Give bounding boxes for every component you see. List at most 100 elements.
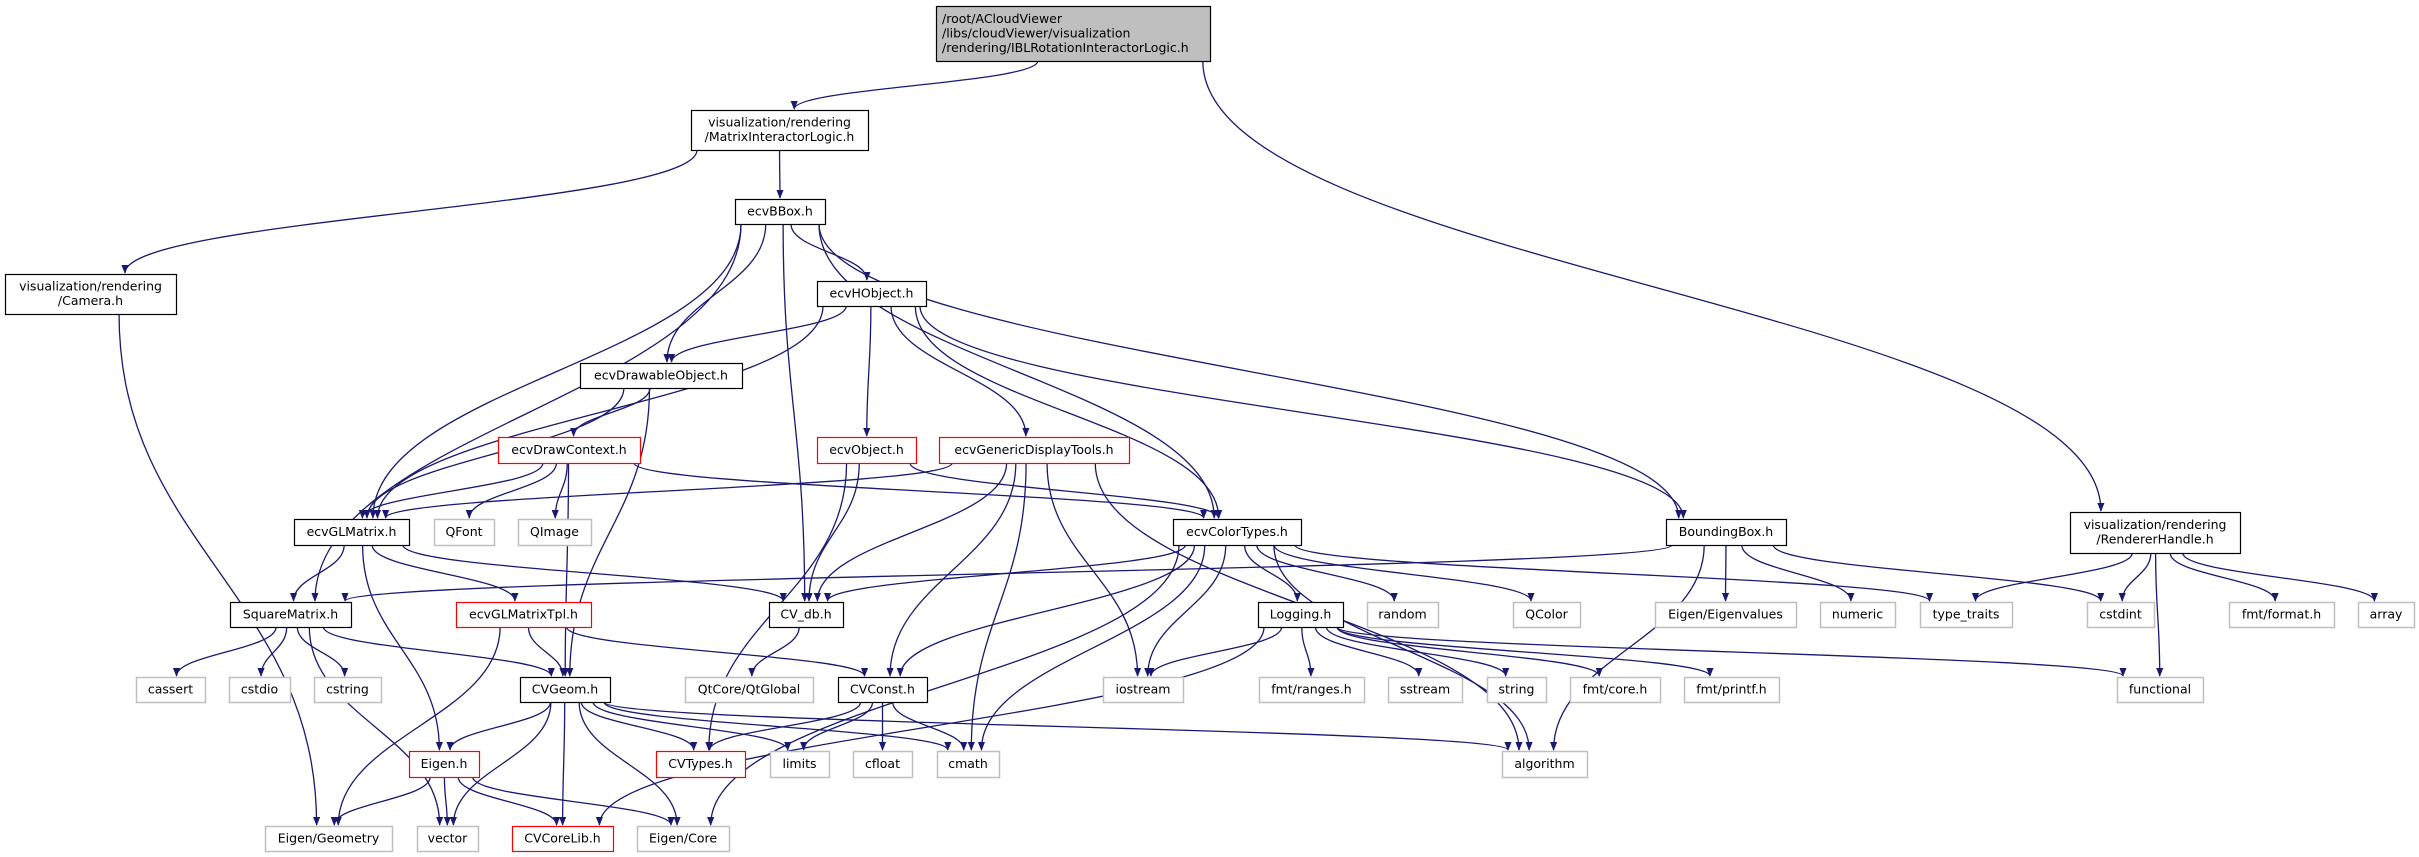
node-eigencore[interactable]: Eigen/Core: [636, 825, 731, 853]
edge-camera-to-eigengeom: [118, 313, 321, 826]
node-label: Eigen/Geometry: [278, 830, 380, 845]
edge-drawctx-to-qfont: [465, 462, 558, 519]
node-label: ecvGLMatrix.h: [307, 524, 397, 539]
node-box: [935, 5, 1212, 63]
node-label: /root/ACloudViewer: [942, 11, 1063, 26]
edge-drawctx-to-glmatrix: [358, 462, 544, 519]
node-cassert[interactable]: cassert: [135, 676, 207, 704]
node-hobject[interactable]: ecvHObject.h: [816, 280, 928, 308]
node-functional[interactable]: functional: [2116, 676, 2205, 704]
node-squarematrix[interactable]: SquareMatrix.h: [229, 601, 353, 629]
edge-drawable-to-drawctx: [570, 387, 651, 437]
edge-squarematrix-to-cassert: [172, 626, 277, 677]
edge-drawctx-to-colortypes: [633, 462, 1208, 519]
node-drawctx[interactable]: ecvDrawContext.h: [497, 436, 642, 465]
node-glmatrix[interactable]: ecvGLMatrix.h: [293, 518, 411, 547]
node-sstream[interactable]: sstream: [1387, 676, 1464, 704]
node-cstdint[interactable]: cstdint: [2086, 601, 2156, 629]
edge-boundingbox-to-squarematrix: [341, 544, 1673, 602]
node-string[interactable]: string: [1486, 676, 1548, 704]
node-fmtprintf[interactable]: fmt/printf.h: [1683, 676, 1781, 704]
node-label: /Camera.h: [58, 293, 123, 308]
node-cfloat[interactable]: cfloat: [852, 750, 914, 779]
node-renderer[interactable]: visualization/rendering/RendererHandle.h: [2069, 511, 2242, 555]
node-cstdio[interactable]: cstdio: [228, 676, 292, 704]
edge-logging-to-fmtcore: [1336, 626, 1603, 677]
edge-gdt-to-cvconst: [886, 462, 1017, 677]
node-limits[interactable]: limits: [769, 750, 831, 779]
node-fmtranges[interactable]: fmt/ranges.h: [1258, 676, 1366, 704]
node-label: ecvBBox.h: [747, 203, 813, 218]
node-typetraits[interactable]: type_traits: [1919, 601, 2014, 629]
node-label: cstdio: [241, 681, 278, 696]
node-label: ecvDrawContext.h: [511, 442, 626, 457]
node-box: [734, 198, 827, 226]
edge-squarematrix-to-cvgeom: [322, 626, 555, 677]
node-object[interactable]: ecvObject.h: [816, 436, 918, 465]
node-label: ecvGLMatrixTpl.h: [469, 606, 578, 621]
node-box: [579, 362, 744, 390]
edge-hobject-to-drawable: [667, 305, 847, 363]
node-qcolor[interactable]: QColor: [1512, 601, 1582, 629]
node-cstring[interactable]: cstring: [313, 676, 383, 704]
node-algorithm[interactable]: algorithm: [1501, 750, 1589, 779]
node-label: cfloat: [865, 756, 900, 771]
node-cvgeom[interactable]: CVGeom.h: [519, 676, 612, 704]
node-drawable[interactable]: ecvDrawableObject.h: [579, 362, 744, 390]
node-iostream[interactable]: iostream: [1102, 676, 1185, 704]
node-fmtcore[interactable]: fmt/core.h: [1569, 676, 1662, 704]
edge-eigenh-to-vector: [443, 776, 451, 826]
edge-cvgeom-to-cvcorelib: [559, 701, 567, 826]
node-qfont[interactable]: QFont: [433, 518, 496, 547]
node-camera[interactable]: visualization/rendering/Camera.h: [4, 273, 178, 316]
edge-renderer-to-array: [2182, 552, 2378, 602]
node-bbox[interactable]: ecvBBox.h: [734, 198, 827, 226]
node-mil[interactable]: visualization/rendering/MatrixInteractor…: [690, 109, 870, 152]
node-label: CVConst.h: [850, 681, 915, 696]
node-cvtypes[interactable]: CVTypes.h: [655, 750, 747, 779]
node-glmatrixtpl[interactable]: ecvGLMatrixTpl.h: [455, 601, 593, 629]
node-box: [1366, 601, 1440, 629]
edge-bbox-to-boundingbox: [818, 223, 1683, 519]
edge-cvgeom-to-eigencore: [578, 701, 681, 826]
node-label: cstring: [326, 681, 369, 696]
node-label: algorithm: [1514, 756, 1574, 771]
node-gdt[interactable]: ecvGenericDisplayTools.h: [938, 436, 1131, 465]
edges-layer: [118, 60, 2378, 826]
node-eigengeom[interactable]: Eigen/Geometry: [264, 825, 394, 853]
node-box: [2069, 511, 2242, 555]
edge-cvgeom-to-eigenh: [446, 701, 552, 751]
node-box: [519, 676, 612, 704]
node-numeric[interactable]: numeric: [1819, 601, 1897, 629]
node-vector[interactable]: vector: [416, 825, 480, 853]
edge-object-to-cvdb: [805, 462, 860, 602]
edge-logging-to-fmtranges: [1301, 626, 1315, 677]
edge-logging-to-fmtprintf: [1336, 626, 1714, 677]
node-label: Eigen.h: [421, 756, 468, 771]
node-logging[interactable]: Logging.h: [1257, 601, 1345, 629]
node-eigenvalues[interactable]: Eigen/Eigenvalues: [1654, 601, 1798, 629]
node-cvdb[interactable]: CV_db.h: [768, 601, 845, 629]
node-colortypes[interactable]: ecvColorTypes.h: [1172, 518, 1303, 547]
node-box: [4, 273, 178, 316]
node-box: [816, 436, 918, 465]
node-cmath[interactable]: cmath: [936, 750, 1001, 779]
node-qimage[interactable]: QImage: [517, 518, 593, 547]
node-eigenh[interactable]: Eigen.h: [408, 750, 481, 779]
edge-colortypes-to-logging: [1243, 544, 1301, 602]
node-qtglobal[interactable]: QtCore/QtGlobal: [684, 676, 815, 704]
edge-colortypes-to-typetraits: [1294, 544, 1933, 602]
node-array[interactable]: array: [2357, 601, 2416, 629]
node-random[interactable]: random: [1366, 601, 1440, 629]
node-box: [455, 601, 593, 629]
node-label: CVTypes.h: [668, 756, 732, 771]
edge-hobject-to-colortypes: [914, 305, 1223, 519]
edge-boundingbox-to-numeric: [1741, 544, 1855, 602]
edge-hobject-to-boundingbox: [919, 305, 1687, 519]
edge-cvconst-to-cmath: [892, 701, 968, 751]
node-cvcorelib[interactable]: CVCoreLib.h: [511, 825, 615, 853]
node-fmtformat[interactable]: fmt/format.h: [2228, 601, 2336, 629]
edge-squarematrix-to-cstring: [296, 626, 349, 677]
node-boundingbox[interactable]: BoundingBox.h: [1665, 518, 1788, 547]
node-cvconst[interactable]: CVConst.h: [837, 676, 929, 704]
